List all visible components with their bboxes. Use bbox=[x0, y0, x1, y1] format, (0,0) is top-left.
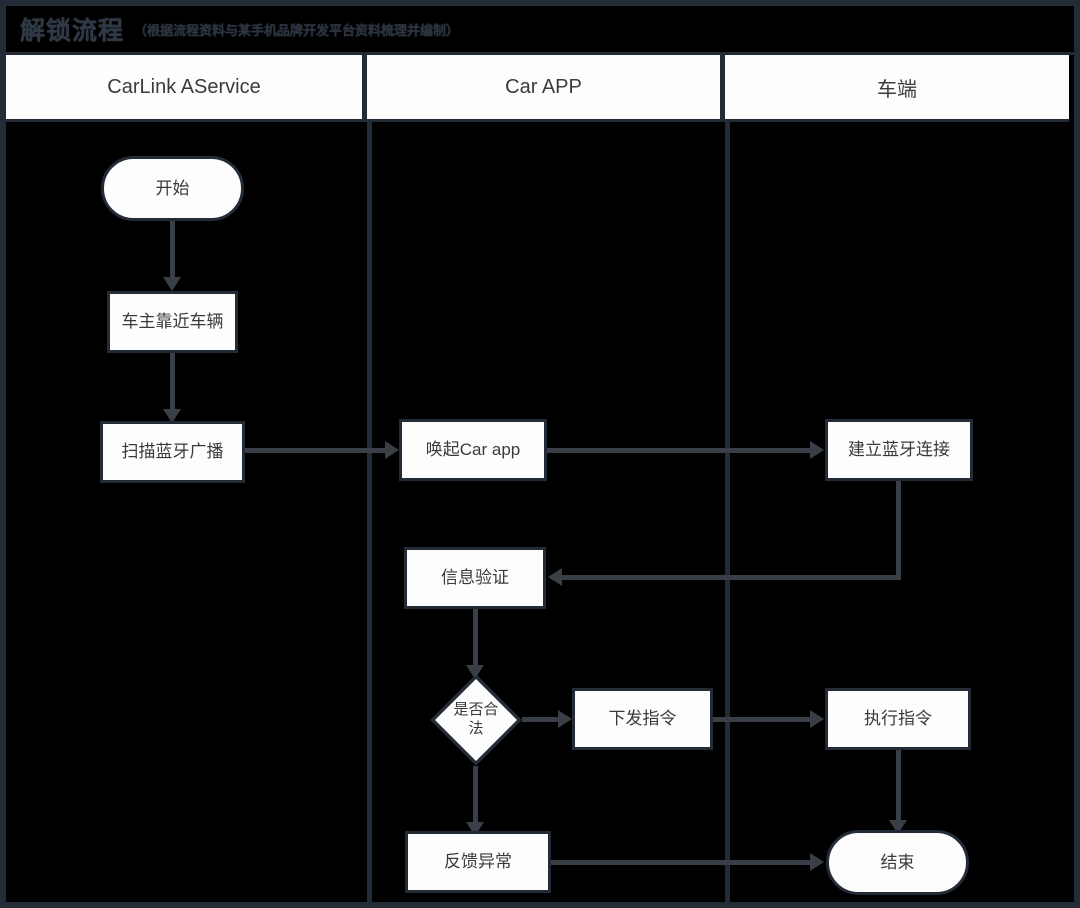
page-title: 解锁流程 bbox=[20, 17, 125, 45]
node-ble-connect[interactable]: 建立蓝牙连接 bbox=[825, 419, 973, 481]
lane-header-label: Car APP bbox=[505, 75, 582, 98]
swimlane-header-row: CarLink AService Car APP 车端 bbox=[6, 55, 1074, 122]
edge-verify-islegal-line bbox=[473, 609, 478, 671]
node-label: 是否合法 bbox=[453, 701, 499, 737]
lane-header-label: CarLink AService bbox=[107, 75, 261, 98]
node-is-legal[interactable]: 是否合法 bbox=[430, 674, 522, 766]
node-start[interactable]: 开始 bbox=[101, 156, 244, 221]
edge-islegal-sendcmd-line bbox=[522, 717, 566, 722]
edge-sendcmd-execcmd-arrow bbox=[810, 710, 824, 728]
edge-bleconnect-verify-arrow bbox=[548, 568, 562, 586]
edge-feedback-end-line bbox=[551, 860, 816, 865]
edge-bleconnect-verify-hline bbox=[562, 575, 901, 580]
page-subtitle: （根据流程资料与某手机品牌开发平台资料梳理并编制） bbox=[134, 22, 460, 38]
edge-start-approach-arrow bbox=[163, 277, 181, 291]
lane-header-vehicle: 车端 bbox=[725, 55, 1069, 122]
node-send-cmd[interactable]: 下发指令 bbox=[572, 688, 713, 750]
node-feedback-error[interactable]: 反馈异常 bbox=[405, 831, 551, 893]
node-label: 唤起Car app bbox=[425, 440, 521, 460]
node-label: 建立蓝牙连接 bbox=[848, 440, 950, 460]
lane-header-car-app: Car APP bbox=[367, 55, 725, 122]
edge-scanble-wakeapp-arrow bbox=[385, 441, 399, 459]
lane-header-label: 车端 bbox=[877, 78, 917, 101]
edge-start-approach-line bbox=[170, 221, 175, 283]
node-label: 下发指令 bbox=[608, 709, 677, 729]
edge-approach-scanble-line bbox=[170, 353, 175, 415]
node-end[interactable]: 结束 bbox=[826, 830, 969, 895]
node-label: 结束 bbox=[880, 852, 915, 872]
edge-islegal-sendcmd-arrow bbox=[558, 710, 572, 728]
edge-execcmd-end-line bbox=[896, 750, 901, 826]
node-label: 执行指令 bbox=[864, 709, 932, 729]
node-approach[interactable]: 车主靠近车辆 bbox=[107, 291, 238, 353]
node-scan-ble[interactable]: 扫描蓝牙广播 bbox=[100, 421, 245, 483]
edge-wakeapp-bleconnect-line bbox=[547, 448, 817, 453]
node-label: 信息验证 bbox=[441, 568, 509, 588]
lane-divider-1 bbox=[367, 122, 372, 902]
edge-verify-islegal-arrow bbox=[466, 665, 484, 679]
edge-approach-scanble-arrow bbox=[163, 409, 181, 423]
title-bar: 解锁流程 （根据流程资料与某手机品牌开发平台资料梳理并编制） bbox=[6, 6, 1074, 55]
node-label: 开始 bbox=[155, 178, 190, 198]
edge-wakeapp-bleconnect-arrow bbox=[810, 441, 824, 459]
edge-islegal-feedback-line bbox=[473, 766, 478, 830]
node-label: 反馈异常 bbox=[444, 852, 512, 872]
node-exec-cmd[interactable]: 执行指令 bbox=[825, 688, 971, 750]
node-label: 车主靠近车辆 bbox=[121, 312, 224, 332]
node-wake-app[interactable]: 唤起Car app bbox=[399, 419, 547, 481]
node-label: 扫描蓝牙广播 bbox=[121, 442, 224, 462]
edge-feedback-end-arrow bbox=[810, 853, 824, 871]
edge-scanble-wakeapp-line bbox=[245, 448, 393, 453]
edge-sendcmd-execcmd-line bbox=[713, 717, 817, 722]
lane-header-carlink-aservice: CarLink AService bbox=[6, 55, 367, 122]
swimlane-body: 开始 车主靠近车辆 扫描蓝牙广播 唤起Car app 建立蓝牙连接 bbox=[6, 122, 1074, 902]
edge-bleconnect-verify-vline bbox=[896, 481, 901, 580]
lane-divider-2 bbox=[725, 122, 730, 902]
node-verify-info[interactable]: 信息验证 bbox=[404, 547, 546, 609]
